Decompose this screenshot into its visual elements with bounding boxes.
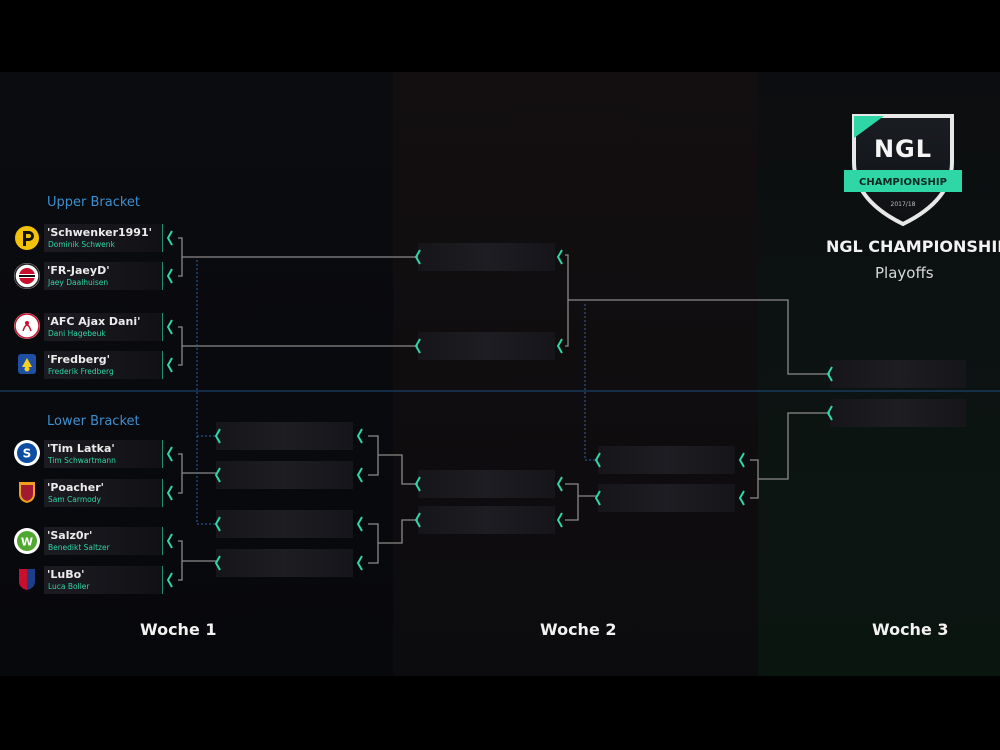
chevron-marker: [356, 467, 363, 483]
lower-bracket-label: Lower Bracket: [47, 414, 140, 429]
player-tag: 'LuBo': [47, 568, 85, 581]
chevron-marker: [356, 555, 363, 571]
final-slot: [830, 399, 966, 427]
chevron-marker: [166, 319, 173, 335]
chevron-marker: [594, 490, 601, 506]
player-entry[interactable]: 'Poacher' Sam Carmody: [44, 479, 162, 507]
chevron-marker: [166, 485, 173, 501]
chevron-marker: [166, 268, 173, 284]
player-tag: 'Fredberg': [47, 353, 110, 366]
player-name: Dani Hagebeuk: [48, 329, 106, 338]
ngl-championship-logo: NGL CHAMPIONSHIP 2017/18: [844, 114, 962, 227]
match-slot: [598, 484, 735, 512]
feyenoord-logo-icon: [14, 263, 40, 289]
pirate-logo-icon: [14, 225, 40, 251]
chevron-marker: [556, 249, 563, 265]
page-subtitle: Playoffs: [875, 264, 934, 282]
basel-logo-icon: [14, 566, 40, 592]
player-tag: 'Tim Latka': [47, 442, 115, 455]
ngl-wordmark: NGL: [874, 135, 932, 163]
final-slot: [830, 360, 966, 388]
player-entry[interactable]: 'Salz0r' Benedikt Saltzer: [44, 527, 162, 555]
chevron-marker: [414, 476, 421, 492]
entry-glow-edges: [161, 224, 163, 594]
player-name: Sam Carmody: [48, 495, 101, 504]
championship-banner: [844, 170, 962, 192]
player-entry[interactable]: 'Tim Latka' Tim Schwartmann: [44, 440, 162, 468]
player-name: Jaey Daalhuisen: [48, 278, 109, 287]
chevron-marker: [356, 516, 363, 532]
player-name: Frederik Fredberg: [48, 367, 114, 376]
upper-bracket-label: Upper Bracket: [47, 195, 141, 210]
brondby-logo-icon: [14, 351, 40, 377]
wolfsburg-logo-icon: W: [14, 528, 40, 554]
chevron-marker: [166, 446, 173, 462]
match-slot: [418, 470, 555, 498]
chevron-marker: [414, 249, 421, 265]
match-slot: [418, 332, 555, 360]
match-slot: [418, 506, 555, 534]
week-1-label: Woche 1: [140, 620, 217, 639]
chevron-marker: [414, 338, 421, 354]
loser-drop-lines: [196, 260, 598, 525]
roma-logo-icon: [14, 479, 40, 505]
chevron-marker: [166, 357, 173, 373]
week-2-label: Woche 2: [540, 620, 617, 639]
match-slot: [216, 422, 353, 450]
shield-accent: [854, 116, 884, 138]
match-slot: [418, 243, 555, 271]
player-tag: 'AFC Ajax Dani': [47, 315, 141, 328]
chevron-marker: [556, 476, 563, 492]
svg-text:W: W: [21, 536, 33, 549]
banner-text: CHAMPIONSHIP: [859, 177, 947, 188]
player-entry[interactable]: 'Schwenker1991' Dominik Schwenk: [44, 224, 162, 252]
chevron-marker: [594, 452, 601, 468]
player-name: Luca Boller: [48, 582, 90, 591]
match-slot: [598, 446, 735, 474]
ajax-logo-icon: [14, 313, 40, 339]
chevron-marker: [214, 467, 221, 483]
chevron-marker: [214, 428, 221, 444]
chevron-marker: [214, 516, 221, 532]
schalke-logo-icon: S: [14, 440, 40, 466]
player-entry[interactable]: 'AFC Ajax Dani' Dani Hagebeuk: [44, 313, 162, 341]
chevron-marker: [414, 512, 421, 528]
chevron-marker: [738, 452, 745, 468]
chevron-marker: [166, 572, 173, 588]
player-tag: 'Salz0r': [47, 529, 93, 542]
chevron-marker: [556, 512, 563, 528]
chevron-marker: [826, 366, 833, 382]
season-text: 2017/18: [891, 201, 916, 208]
connector-lines: [178, 237, 830, 581]
chevron-marker: [356, 428, 363, 444]
svg-text:S: S: [23, 447, 32, 461]
player-name: Tim Schwartmann: [48, 456, 116, 465]
player-entry[interactable]: 'FR-JaeyD' Jaey Daalhuisen: [44, 262, 162, 290]
player-tag: 'Poacher': [47, 481, 105, 494]
chevron-markers: [166, 230, 833, 588]
chevron-marker: [214, 555, 221, 571]
week-3-label: Woche 3: [872, 620, 949, 639]
player-entry[interactable]: 'Fredberg' Frederik Fredberg: [44, 351, 162, 379]
player-name: Dominik Schwenk: [48, 240, 115, 249]
page-title: NGL CHAMPIONSHIP: [826, 237, 1000, 256]
player-tag: 'Schwenker1991': [47, 226, 152, 239]
chevron-marker: [826, 405, 833, 421]
chevron-marker: [738, 490, 745, 506]
week-2-panel: [393, 72, 758, 676]
match-slot: [216, 549, 353, 577]
player-tag: 'FR-JaeyD': [47, 264, 110, 277]
player-entry[interactable]: 'LuBo' Luca Boller: [44, 566, 162, 594]
chevron-marker: [166, 230, 173, 246]
match-slot: [216, 510, 353, 538]
player-name: Benedikt Saltzer: [48, 543, 110, 552]
match-slot: [216, 461, 353, 489]
chevron-marker: [166, 533, 173, 549]
chevron-marker: [556, 338, 563, 354]
